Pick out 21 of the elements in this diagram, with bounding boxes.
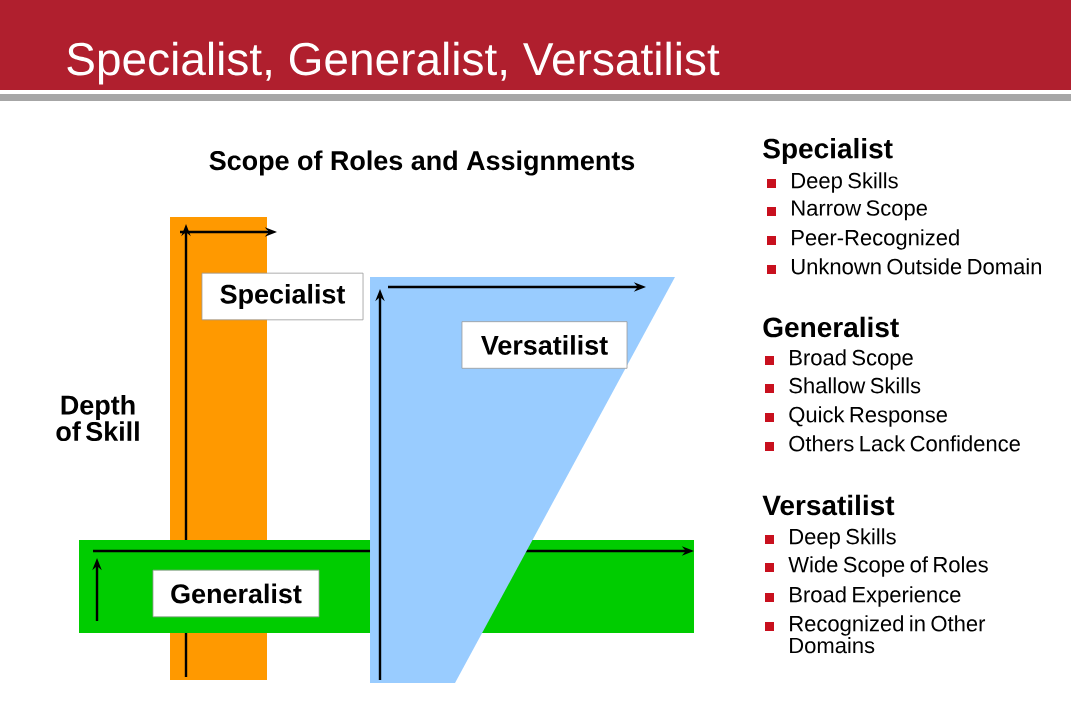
label-box: Generalist — [152, 569, 320, 618]
bullet-item: Deep Skills — [765, 528, 896, 549]
label-box: Versatilist — [461, 321, 628, 369]
bullet-item: Wide Scope of Roles — [765, 556, 988, 577]
axis-label: Depth of Skill — [56, 394, 139, 442]
bullet-item: Others Lack Confidence — [765, 435, 1020, 452]
bullet-item: Broad Experience — [765, 586, 961, 607]
title: Specialist, Generalist, Versatilist — [67, 41, 720, 85]
bullet-item: Unknown Outside Domain — [767, 258, 1041, 275]
bullet-item: Shallow Skills — [765, 377, 921, 394]
list-heading: Specialist — [763, 137, 893, 165]
bullet-item: Recognized in Other Domains — [765, 615, 986, 654]
list-heading: Versatilist — [762, 494, 895, 516]
chart-heading: Scope of Roles and Assignments — [209, 150, 635, 176]
bullet-item: Peer-Recognized — [767, 229, 959, 250]
bullet-item: Narrow Scope — [767, 200, 927, 221]
list-heading: Generalist — [763, 316, 899, 338]
bullet-item: Broad Scope — [765, 349, 913, 370]
label-box: Specialist — [201, 272, 364, 321]
bullet-item: Quick Response — [765, 406, 947, 427]
bullet-item: Deep Skills — [767, 172, 898, 193]
